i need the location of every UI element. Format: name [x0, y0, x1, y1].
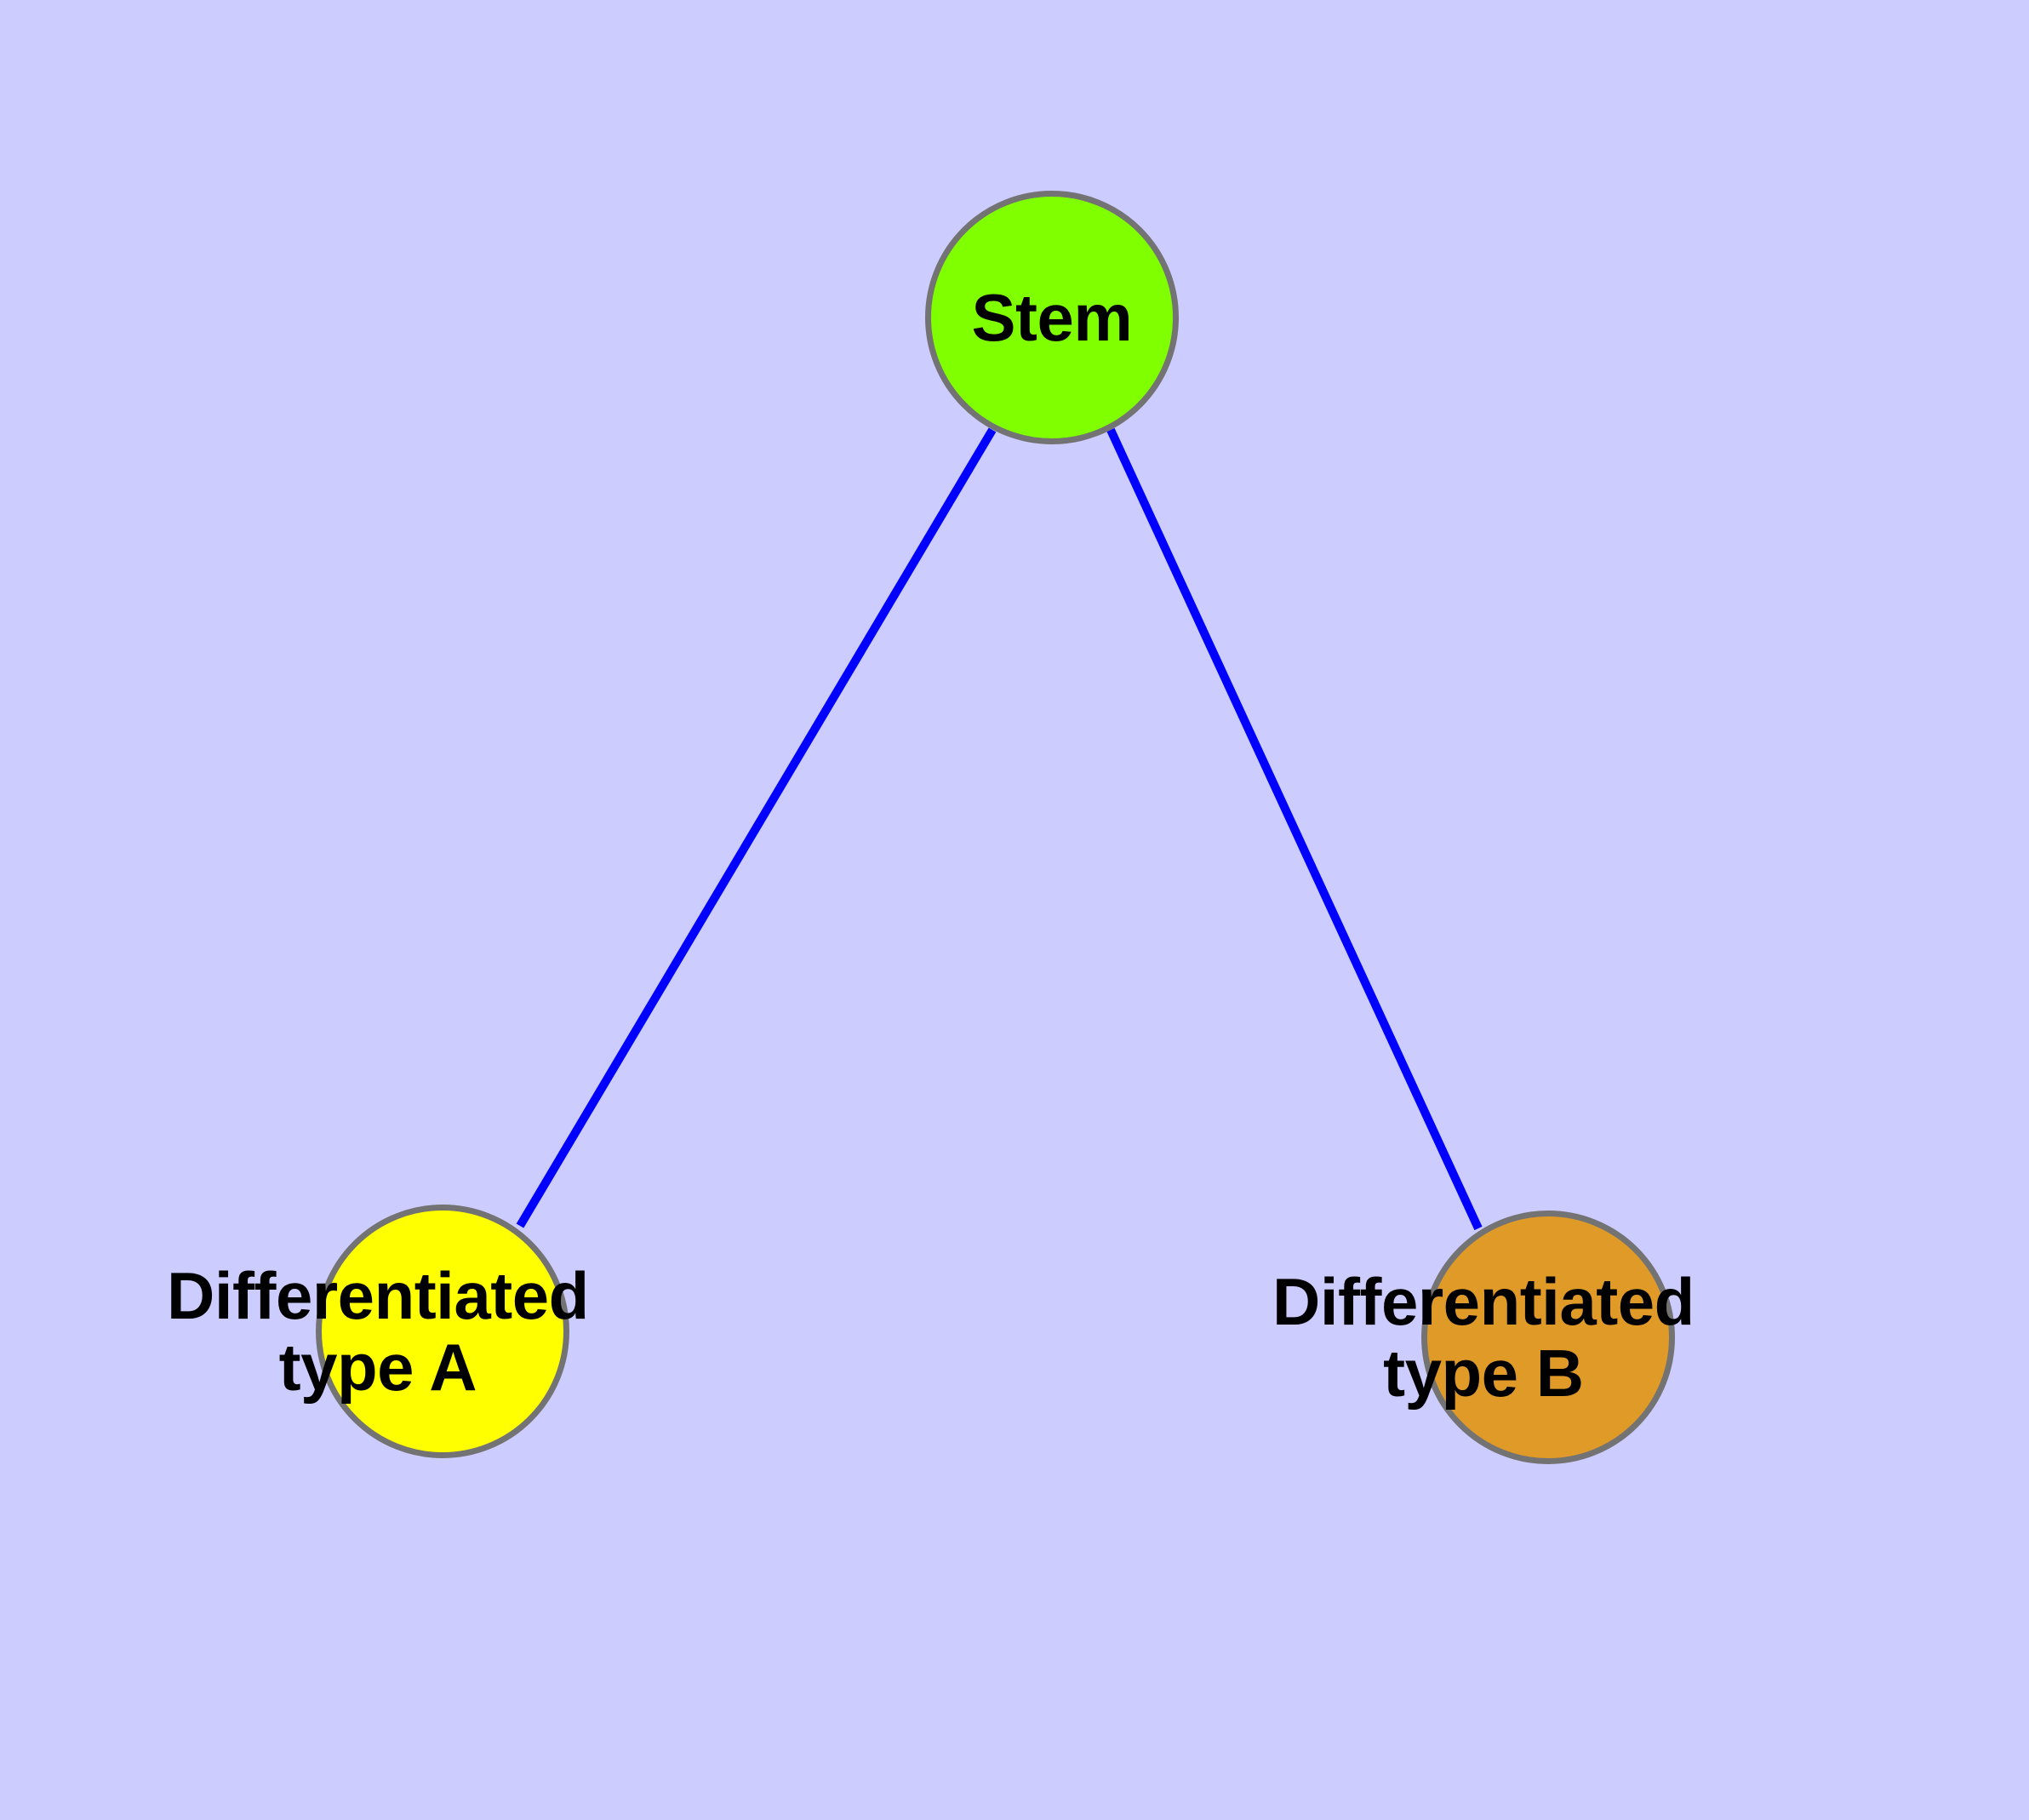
graph-node-stem[interactable] — [925, 191, 1179, 444]
graph-edge-stem-to-diff-a — [516, 427, 997, 1228]
graph-edge-stem-to-diff-b — [1106, 427, 1483, 1231]
graph-node-diff-a[interactable] — [316, 1205, 569, 1458]
graph-node-diff-b[interactable] — [1421, 1210, 1675, 1464]
